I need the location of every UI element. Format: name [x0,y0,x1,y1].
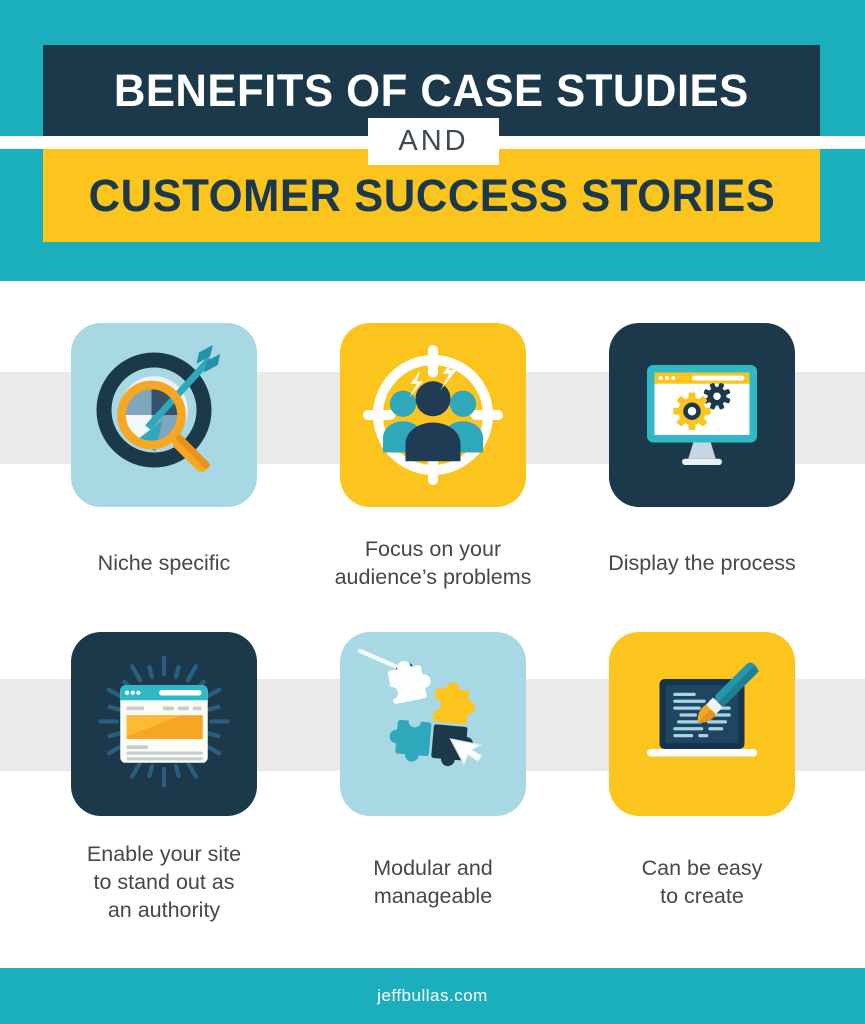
benefit-caption-display-process: Display the process [608,551,796,575]
benefit-caption-audience-problems: Focus on your audience’s problems [334,537,532,589]
benefit-tile-audience-problems [340,323,526,507]
footer-site-label: jeffbullas.com [377,986,488,1005]
footer-band: jeffbullas.com [0,968,865,1024]
benefit-caption-modular: Modular and manageable [373,856,493,908]
title-line-1: BENEFITS OF CASE STUDIES [114,64,749,116]
benefit-caption-easy-create: Can be easy to create [641,856,763,908]
benefit-tile-modular [340,632,526,816]
benefit-tile-easy-create [609,632,795,816]
target-magnifier-icon [96,345,221,472]
benefit-tile-site-authority [71,632,257,816]
and-connector-box: AND [368,118,499,165]
puzzle-pieces-icon [358,649,483,767]
benefit-tile-niche-specific [71,323,257,507]
monitor-gears-icon [647,365,757,465]
benefit-caption-niche-specific: Niche specific [97,551,231,575]
and-connector-label: AND [398,125,469,157]
audience-target-icon [363,345,503,485]
benefit-caption-site-authority: Enable your site to stand out as an auth… [86,842,242,922]
website-starburst-icon [98,655,230,788]
benefit-tile-display-process [609,323,795,507]
laptop-brush-icon [647,662,760,757]
title-line-2: CUSTOMER SUCCESS STORIES [88,169,775,221]
